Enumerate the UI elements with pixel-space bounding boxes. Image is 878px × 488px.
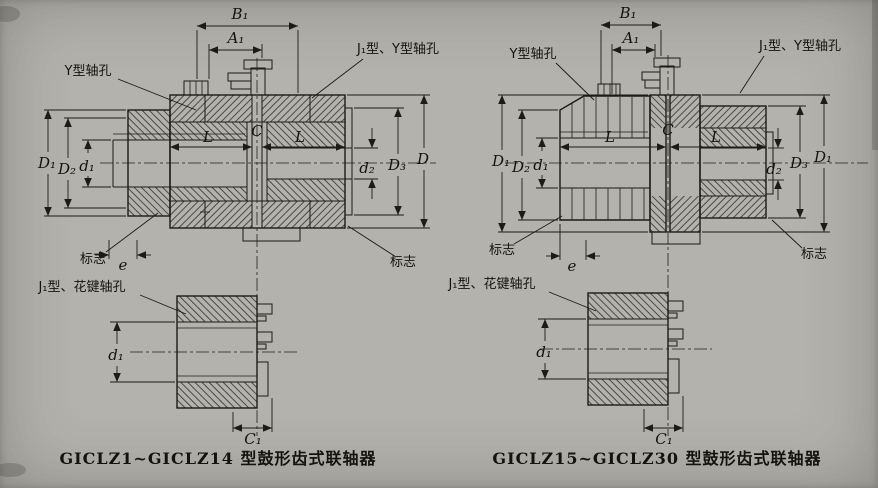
dim-label-dia-outer: D₁ [813,148,832,166]
dim-label-a1: A₁ [226,29,245,47]
dim-label-d2: d₂ [766,160,782,178]
dim-d1-lower-right-fig: d₁ [536,318,586,380]
dim-dia2-left-of-right-fig: D₂ [511,109,558,221]
dim-d1-left: d₁ [79,139,111,188]
label-j1-y-bore: J₁型、Y型轴孔 [758,39,841,54]
dim-d2-right: d₂ [354,128,378,199]
sleeve-section-left [169,94,346,229]
label-spline-bore: J₁型、花键轴孔 [37,279,125,295]
caption-left: GⅠCLZ1~GⅠCLZ14 型鼓形齿式联轴器 [59,449,376,468]
label-y-bore: Y型轴孔 [64,64,112,79]
dim-dia2-left: D₂ [57,117,126,209]
figure-left: B₁ A₁ Y型轴孔 J₁型、Y型轴孔 D₁ [37,5,439,468]
dim-lcl-left: L C L [170,122,345,151]
dim-label-dia2: D₂ [511,158,530,176]
callout-spline-bore-right-fig: J₁型、花键轴孔 [447,276,597,312]
callout-y-bore-right-fig: Y型轴孔 [509,47,595,101]
callout-mark-left: 标志 [80,212,159,267]
spline-hub-view-right-fig [587,292,684,406]
dim-c1-left: C₁ [232,398,273,448]
dim-label-c: C [251,122,263,140]
dim-label-e: e [568,257,577,275]
figure-right: B₁ A₁ Y型轴孔 J₁型、Y型轴孔 D₁ [447,4,868,468]
label-y-bore: Y型轴孔 [509,47,557,62]
dim-label-l2: L [294,128,305,146]
dim-label-dia3: D₃ [387,156,406,174]
dim-c1-right-fig: C₁ [643,396,684,448]
toothed-hub-section-right-fig [559,94,667,233]
dim-label-dia-outer: D [416,150,429,168]
dim-label-dia1: D₁ [37,154,56,172]
dim-lcl-right-fig: L C L [560,121,766,151]
label-mark: 标志 [390,255,416,270]
dim-d1-left-of-right-fig: d₁ [533,137,558,189]
dim-a1: A₁ [208,29,263,79]
dim-label-b1: B₁ [618,4,636,22]
dim-label-d2: d₂ [359,159,375,177]
callout-y-bore-left: Y型轴孔 [64,64,197,111]
dim-label-d1: d₁ [79,157,95,175]
center-mark-icon [200,207,210,217]
label-spline-bore: J₁型、花键轴孔 [447,276,535,292]
left-hub-section [112,109,248,217]
dim-dia3-right: D₃ [354,107,406,216]
dim-label-c1: C₁ [244,430,262,448]
callout-j1-y-bore-right-fig: J₁型、Y型轴孔 [739,39,841,94]
flange-bolt-left [183,59,273,96]
scan-artifacts [0,0,878,477]
spline-hub-view-left [176,295,273,409]
dim-b1-right-fig: B₁ [600,4,662,84]
dim-label-e: e [119,256,128,274]
dim-label-l2: L [710,128,721,146]
callout-j1-y-bore-left: J₁型、Y型轴孔 [311,42,439,99]
dim-dia3-right-of-right-fig: D₃ [768,105,808,219]
dim-d2-right-of-right-fig: d₂ [766,128,784,200]
dim-e-left: e [95,240,151,274]
sleeve-section-right-fig [651,94,774,245]
dim-dia-outer-right: D [347,94,430,229]
dim-a1-right-fig: A₁ [611,29,656,94]
dim-e-right-fig: e [546,224,600,275]
callout-mark-right: 标志 [347,225,416,270]
dim-dia1-left-of-right-fig: D₁ [491,94,648,233]
dim-b1: B₁ [196,5,299,93]
dim-d1-lower-left: d₁ [108,321,175,383]
dim-label-d1: d₁ [533,156,549,174]
dim-label-l1: L [202,128,213,146]
flange-bolt-right-fig [597,57,681,97]
dim-label-a1: A₁ [621,29,640,47]
dim-label-d1-lower: d₁ [536,343,552,361]
dim-label-c: C [662,121,674,139]
label-mark: 标志 [801,247,827,262]
dim-label-dia3: D₃ [789,154,808,172]
label-mark: 标志 [80,252,106,267]
dim-label-dia2: D₂ [57,160,76,178]
dim-label-l1: L [604,128,615,146]
dim-label-dia1: D₁ [491,152,510,170]
caption-right: GⅠCLZ15~GⅠCLZ30 型鼓形齿式联轴器 [492,449,821,468]
callout-mark-left-right-fig: 标志 [489,215,563,258]
dim-label-c1: C₁ [655,430,673,448]
dim-label-d1-lower: d₁ [108,346,124,364]
callout-mark-right-right-fig: 标志 [771,219,827,262]
dim-label-b1: B₁ [230,5,248,23]
callout-spline-bore-left: J₁型、花键轴孔 [37,279,187,315]
dim-dia1-left: D₁ [37,109,126,217]
dim-dia-outer-right-of-right-fig: D₁ [702,94,832,233]
label-mark: 标志 [489,243,515,258]
label-j1-y-bore: J₁型、Y型轴孔 [356,42,439,57]
